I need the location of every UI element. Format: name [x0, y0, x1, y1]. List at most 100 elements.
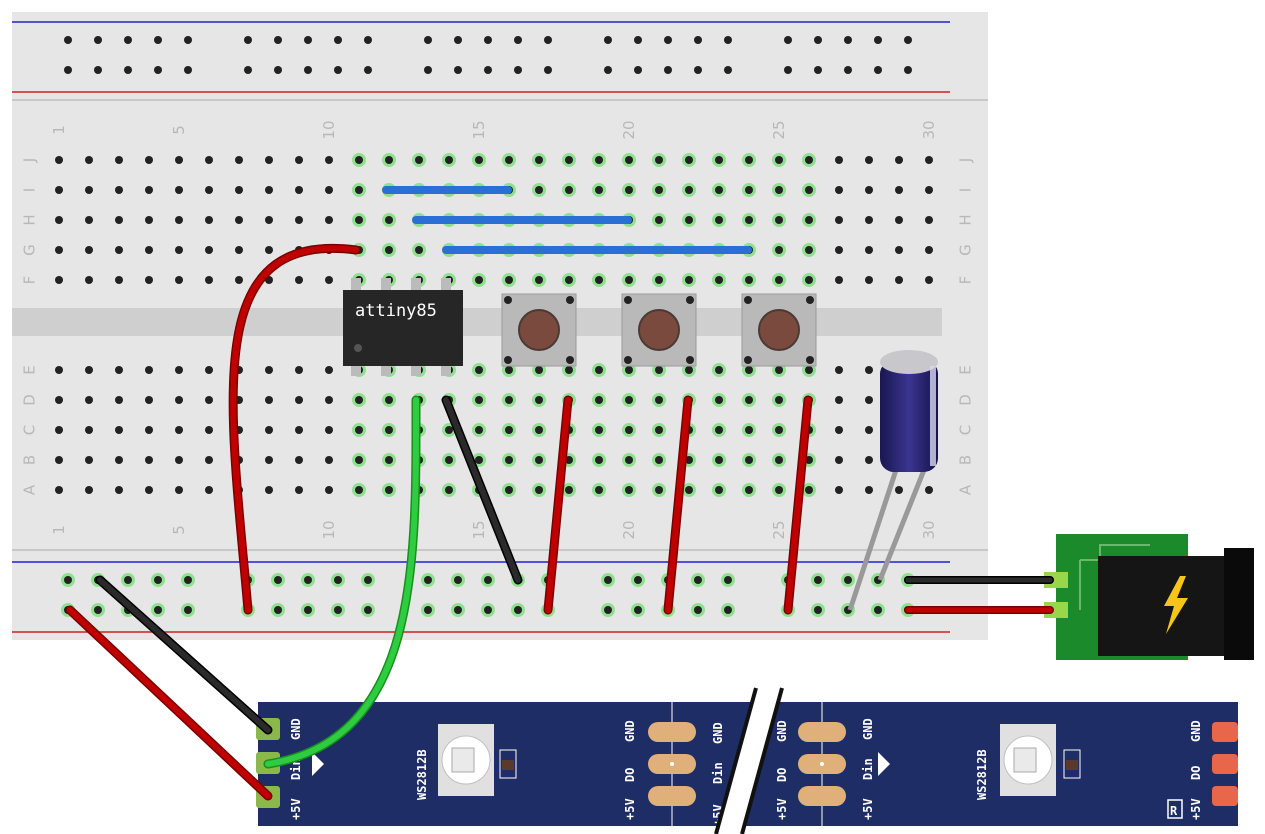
breadboard-hole [622, 423, 636, 437]
breadboard-hole [235, 276, 243, 284]
breadboard-hole [55, 156, 63, 164]
breadboard-hole [145, 246, 153, 254]
breadboard-hole [865, 426, 873, 434]
strip-label-gnd-right: GND [1189, 720, 1203, 742]
rail-hole [124, 66, 132, 74]
rail-hole [424, 66, 432, 74]
breadboard-hole [472, 423, 486, 437]
breadboard-hole [925, 246, 933, 254]
rail-hole [91, 603, 105, 617]
row-letter: H [21, 214, 39, 225]
breadboard-hole [115, 486, 123, 494]
breadboard-hole [115, 456, 123, 464]
breadboard-hole [412, 243, 426, 257]
breadboard-hole [145, 216, 153, 224]
breadboard-hole [175, 156, 183, 164]
breadboard-hole [835, 186, 843, 194]
breadboard-hole [235, 186, 243, 194]
rail-hole [454, 66, 462, 74]
breadboard-hole [622, 183, 636, 197]
column-number: 15 [470, 520, 488, 539]
rail-hole [814, 36, 822, 44]
breadboard-hole [865, 366, 873, 374]
breadboard-hole [265, 216, 273, 224]
breadboard-hole [265, 186, 273, 194]
breadboard-hole [742, 213, 756, 227]
breadboard-hole [652, 393, 666, 407]
rail-hole [184, 36, 192, 44]
rail-hole [484, 36, 492, 44]
rail-hole [514, 66, 522, 74]
rail-hole [874, 66, 882, 74]
breadboard-hole [175, 276, 183, 284]
breadboard-hole [652, 153, 666, 167]
rail-hole [544, 36, 552, 44]
breadboard-hole [295, 366, 303, 374]
led1-package [438, 724, 517, 796]
breadboard-hole [865, 396, 873, 404]
rail-hole [784, 36, 792, 44]
breadboard-hole [382, 393, 396, 407]
breadboard-hole [325, 216, 333, 224]
rail-hole [601, 573, 615, 587]
rail-hole [181, 573, 195, 587]
breadboard-hole [352, 453, 366, 467]
breadboard-hole [295, 216, 303, 224]
breadboard-hole [412, 153, 426, 167]
breadboard-hole [115, 216, 123, 224]
breadboard-hole [712, 393, 726, 407]
rail-hole [361, 573, 375, 587]
breadboard-hole [742, 453, 756, 467]
breadboard-hole [175, 456, 183, 464]
breadboard-hole [265, 456, 273, 464]
breadboard-hole [382, 483, 396, 497]
rail-hole [604, 36, 612, 44]
breadboard-hole [352, 483, 366, 497]
column-number: 25 [770, 120, 788, 139]
breadboard-hole [325, 486, 333, 494]
breadboard-hole [205, 486, 213, 494]
breadboard-hole [835, 216, 843, 224]
strip-label-do-mid1: DO [623, 768, 637, 782]
breadboard-hole [622, 153, 636, 167]
breadboard-hole [772, 273, 786, 287]
breadboard-hole [472, 153, 486, 167]
row-letter: D [957, 394, 975, 406]
breadboard-hole [742, 393, 756, 407]
row-letter: C [957, 425, 975, 435]
breadboard-hole [295, 276, 303, 284]
column-number: 15 [470, 120, 488, 139]
breadboard-hole [472, 393, 486, 407]
breadboard-hole [265, 396, 273, 404]
breadboard-hole [562, 483, 576, 497]
breadboard-hole [55, 396, 63, 404]
breadboard-hole [325, 156, 333, 164]
rail-hole [184, 66, 192, 74]
rail-hole [151, 573, 165, 587]
breadboard-hole [502, 453, 516, 467]
chip-label: attiny85 [355, 301, 437, 321]
row-letter: G [21, 244, 39, 256]
breadboard-hole [895, 216, 903, 224]
breadboard-hole [562, 153, 576, 167]
breadboard-hole [115, 186, 123, 194]
breadboard-hole [682, 213, 696, 227]
breadboard-hole [682, 483, 696, 497]
breadboard-hole [175, 396, 183, 404]
breadboard-hole [682, 153, 696, 167]
breadboard-hole [622, 393, 636, 407]
breadboard-hole [265, 246, 273, 254]
breadboard-hole [742, 483, 756, 497]
breadboard-hole [115, 276, 123, 284]
breadboard-hole [772, 423, 786, 437]
push-button-1 [501, 293, 577, 367]
breadboard-hole [865, 276, 873, 284]
breadboard-hole [55, 366, 63, 374]
breadboard-hole [712, 273, 726, 287]
strip-label-gnd-mid3: GND [775, 720, 789, 742]
breadboard-hole [835, 396, 843, 404]
breadboard-hole [532, 483, 546, 497]
breadboard-hole [712, 423, 726, 437]
breadboard-hole [472, 273, 486, 287]
breadboard-hole [772, 393, 786, 407]
